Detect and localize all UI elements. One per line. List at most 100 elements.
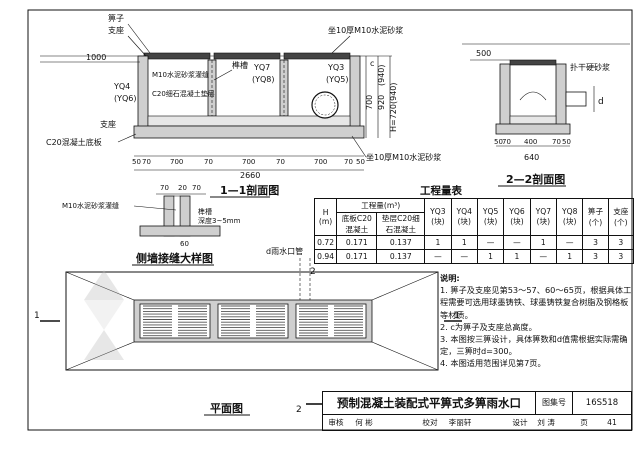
grate-2 bbox=[213, 52, 281, 60]
check-label: 校对 bbox=[422, 418, 438, 427]
section-2-2-label-hatch: 扑干硬砂浆 bbox=[570, 62, 610, 72]
outlet-pipe-inner bbox=[314, 94, 336, 116]
leader-base bbox=[117, 133, 137, 143]
table-header-seat: 支座 (个) bbox=[607, 198, 635, 236]
title-block: 预制混凝土装配式平箅式多箅雨水口 图集号 16S518 审核 何 彬 校对 李丽… bbox=[322, 391, 632, 431]
joint-dim-70a: 70 bbox=[160, 184, 169, 192]
table-row: 0.72 0.171 0.137 1 1 — — 1 — 3 3 bbox=[313, 235, 635, 250]
section-2-2-base bbox=[495, 123, 571, 135]
table-cell: — bbox=[450, 249, 478, 264]
dim-920: 920 bbox=[377, 95, 386, 110]
note-item: 4. 本图适用范围详见第7页。 bbox=[440, 358, 546, 369]
table-header-base: 底板C20混凝土 bbox=[336, 212, 378, 236]
dim-bottom-value: 50 bbox=[356, 158, 365, 166]
plan-slope-bl bbox=[65, 341, 135, 371]
dim-700: 700 bbox=[365, 95, 374, 110]
leader-mortar-bottom bbox=[351, 135, 367, 158]
section-2-2-pipe bbox=[565, 91, 587, 107]
section-2-2-wall-left bbox=[499, 63, 511, 127]
leader-mortar-top bbox=[331, 35, 351, 54]
section-1-1-title: 1—1剖面图 bbox=[220, 183, 279, 197]
note-item: 1. 箅子及支座见第53～57、60～65页，根据具体工程需要可选用球墨铸铁、球… bbox=[440, 285, 632, 320]
watermark-shape-2 bbox=[84, 300, 124, 330]
notes-head: 说明: bbox=[440, 273, 460, 283]
dim-c: c bbox=[370, 59, 374, 68]
section-2-2-infill bbox=[509, 115, 557, 125]
joint-dim-70b: 70 bbox=[192, 184, 201, 192]
title-block-sign-row: 审核 何 彬 校对 李丽轩 设计 刘 涛 页 41 bbox=[323, 415, 631, 430]
table-cell: — bbox=[476, 235, 505, 250]
dim-bottom-value: 50 bbox=[132, 158, 141, 166]
dim-bottom-value: 700 bbox=[242, 158, 255, 166]
plan-grate bbox=[295, 303, 367, 339]
table-cell: — bbox=[503, 235, 531, 250]
label-infill: C20细石混凝土垫层 bbox=[152, 89, 215, 98]
plan-section-mark-1-right: 1 bbox=[454, 311, 460, 321]
table-cell: 3 bbox=[582, 235, 609, 250]
plan-section-mark-2-top: 2 bbox=[310, 267, 316, 277]
section-2-2-dim-value: 50 bbox=[494, 138, 503, 146]
table-cell: 1 bbox=[424, 235, 452, 250]
table-header-yq5: YQ5 (块) bbox=[476, 198, 505, 236]
dim-bottom-value: 700 bbox=[314, 158, 327, 166]
table-header-grate: 箅子 (个) bbox=[582, 198, 609, 236]
leader-tenon bbox=[213, 69, 233, 81]
table-header-yq3: YQ3 (块) bbox=[424, 198, 452, 236]
section-2-2-grate bbox=[509, 59, 557, 66]
joint-base bbox=[139, 225, 221, 237]
section-2-2-dim-d: d bbox=[598, 97, 604, 107]
table-header-yq7: YQ7 (块) bbox=[529, 198, 558, 236]
dim-bottom-value: 70 bbox=[344, 158, 353, 166]
note-item: 3. 本图按三箅设计，具体箅数和d值需根据实际需确定，三箅时d=300。 bbox=[440, 334, 628, 357]
atlas-number: 16S518 bbox=[573, 392, 631, 415]
grate-3 bbox=[283, 52, 351, 60]
label-grate: 箅子 bbox=[108, 13, 124, 23]
note-item: 2. c为箅子及支座总高度。 bbox=[440, 321, 537, 332]
plan-slope-br bbox=[371, 341, 439, 371]
wall-right bbox=[349, 55, 361, 137]
joint-dim-60: 60 bbox=[180, 240, 189, 248]
dim-bottom-value: 70 bbox=[276, 158, 285, 166]
plan-grate bbox=[217, 303, 289, 339]
plan-title: 平面图 bbox=[210, 402, 243, 415]
table-cell: 0.137 bbox=[376, 249, 426, 264]
joint-detail: 70 20 70 M10水泥砂浆灌缝 榫槽 深度3~5mm 60 侧墙接缝大样图 bbox=[62, 184, 241, 266]
review-label: 审核 bbox=[328, 418, 344, 427]
table-cell: 0.72 bbox=[313, 235, 338, 250]
table-cell: 3 bbox=[582, 249, 609, 264]
table-cell: 3 bbox=[607, 235, 635, 250]
section-2-2-dim-value: 50 bbox=[562, 138, 571, 146]
plan-label-rain-pipe: d雨水口管 bbox=[266, 246, 303, 256]
label-tenon: 榫槽 bbox=[232, 60, 248, 70]
label-yq4: YQ4 bbox=[113, 82, 130, 91]
grate-1 bbox=[143, 52, 211, 60]
section-2-2-title: 2—2剖面图 bbox=[506, 172, 565, 186]
plan-slope-tl bbox=[65, 271, 135, 301]
watermark-shape-1 bbox=[84, 270, 124, 300]
quantity-table: H (m) 工程量(m³) YQ3 (块) YQ4 (块) YQ5 (块) YQ… bbox=[313, 198, 635, 264]
table-cell: — bbox=[424, 249, 452, 264]
plan-view: d雨水口管 1 1 2 2 平面图 bbox=[34, 246, 462, 416]
dim-bottom-value: 70 bbox=[204, 158, 213, 166]
leader-seat bbox=[127, 35, 147, 57]
joint-label-depth: 深度3~5mm bbox=[198, 216, 241, 225]
notes-block: 说明: 1. 箅子及支座见第53～57、60～65页，根据具体工程需要可选用球墨… bbox=[440, 272, 632, 370]
label-yq3: YQ3 bbox=[327, 63, 344, 72]
label-mortar-bottom: 坐10厚M10水泥砂浆 bbox=[366, 152, 441, 162]
atlas-label: 图集号 bbox=[536, 392, 573, 415]
checker-name: 李丽轩 bbox=[448, 418, 472, 427]
table-cell: 1 bbox=[555, 249, 584, 264]
section-1-1: 1000 箅子 支座 坐10厚M10水泥砂浆 M10水泥砂浆灌缝 榫槽 C20细… bbox=[40, 13, 441, 198]
joint-label-mortar: M10水泥砂浆灌缝 bbox=[62, 201, 119, 210]
label-base: C20混凝土底板 bbox=[46, 137, 102, 147]
section-2-2-dim-value: 70 bbox=[502, 138, 511, 146]
dim-h-total: H=720(940) bbox=[389, 83, 398, 133]
table-cell: 1 bbox=[476, 249, 505, 264]
dim-1000: 1000 bbox=[86, 53, 106, 62]
table-cell: — bbox=[529, 249, 558, 264]
